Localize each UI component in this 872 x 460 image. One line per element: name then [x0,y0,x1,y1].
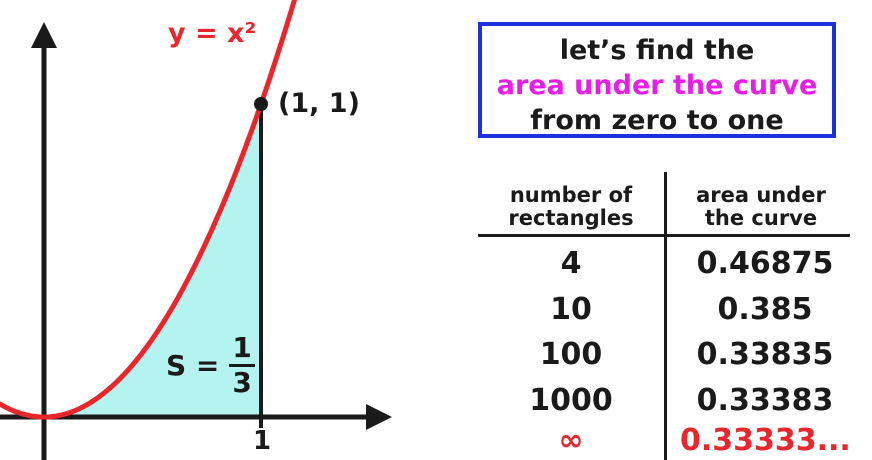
header-rectangles: number of rectangles [486,184,656,230]
header-area-line-2: the curve [704,206,818,230]
header-rectangles-line-2: rectangles [508,206,634,230]
table-header-divider [478,234,850,237]
area-label-prefix: S = [166,349,220,382]
row-4-area: 0.33383 [696,383,834,418]
graph [0,0,392,460]
area-numerator: 1 [229,334,255,367]
area-denominator: 3 [232,366,252,399]
y-axis-arrowhead [31,22,57,48]
x-tick-label: 1 [253,426,272,456]
point-label: (1, 1) [278,88,360,119]
curve-label: y = x² [168,18,257,49]
header-area: area under the curve [676,184,846,230]
header-rectangles-line-1: number of [509,183,633,207]
title-line-3: from zero to one [530,105,784,136]
row-2-rectangles: 10 [550,292,592,327]
table-vertical-divider [664,172,667,460]
point-marker [254,97,268,111]
area-label: S = 1 3 [166,334,255,397]
header-area-line-1: area under [696,183,826,207]
row-1-area: 0.46875 [696,246,834,281]
area-fraction: 1 3 [229,334,255,399]
row-4-rectangles: 1000 [529,383,613,418]
title-line-1: let’s find the [559,35,755,66]
row-5-rectangles: ∞ [558,423,584,458]
row-5-area: 0.33333... [680,423,851,458]
shaded-area [44,104,261,417]
row-3-area: 0.33835 [696,337,834,372]
row-1-rectangles: 4 [560,246,582,281]
x-axis-arrowhead [366,404,392,430]
row-3-rectangles: 100 [539,337,603,372]
row-2-area: 0.385 [717,292,813,327]
title-line-2: area under the curve [496,70,818,101]
title-box: let’s find the area under the curve from… [478,22,836,138]
